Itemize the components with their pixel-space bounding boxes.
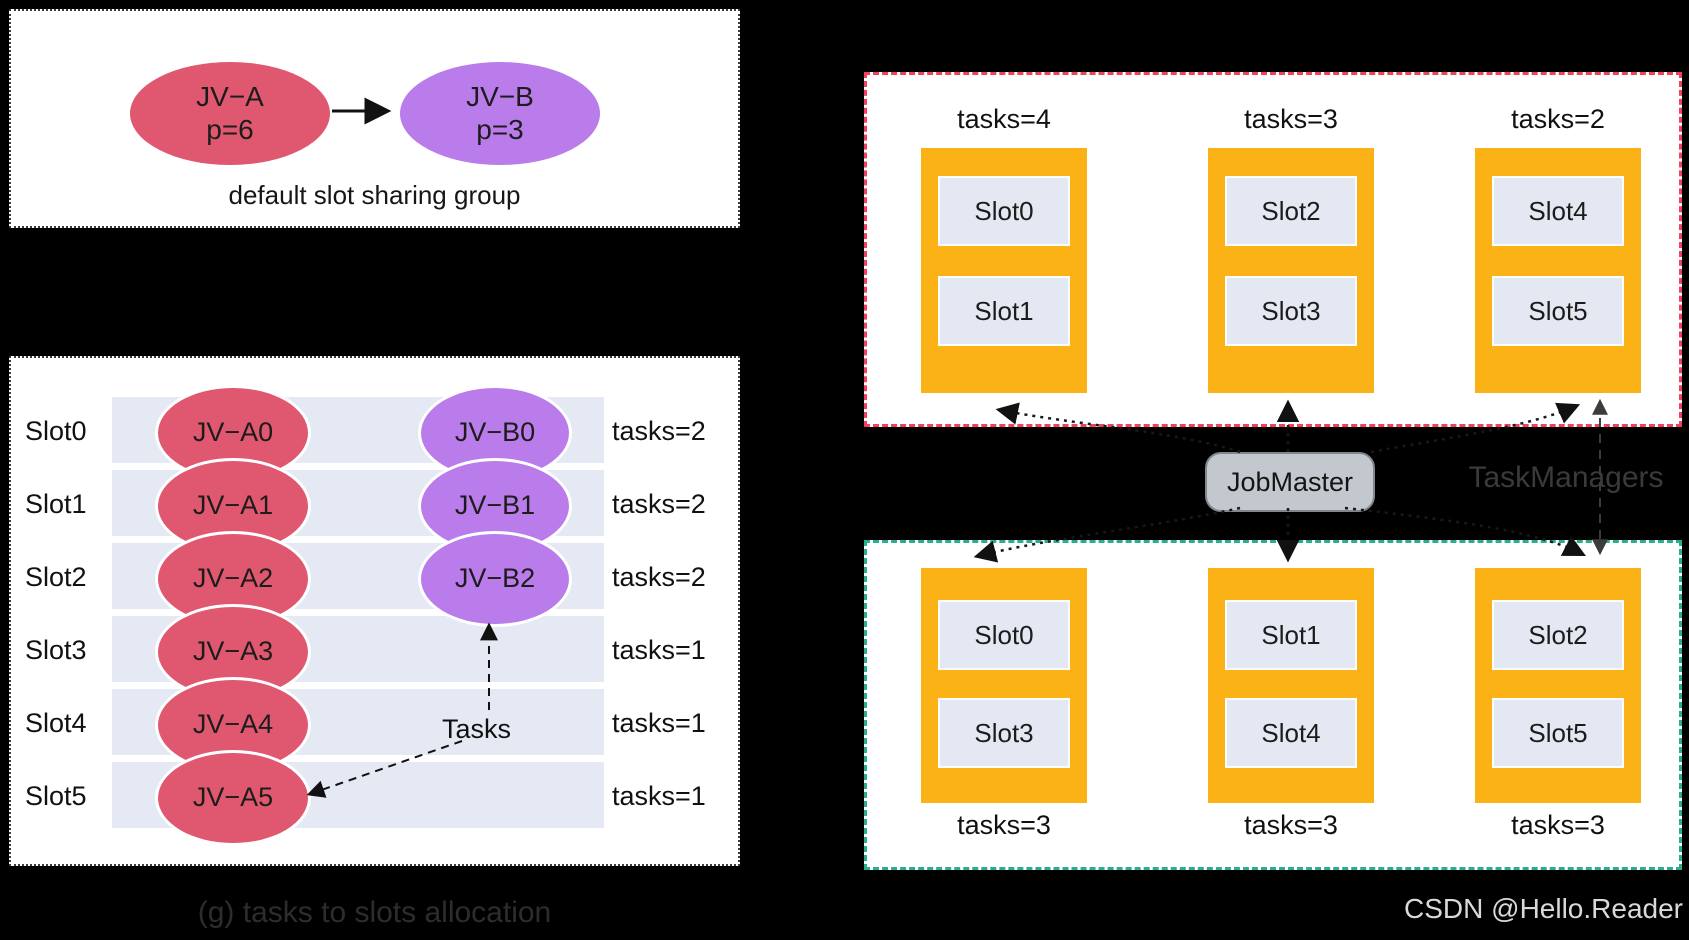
row-tasks-count: tasks=2 (612, 488, 706, 519)
row-tasks-count: tasks=2 (612, 561, 706, 592)
taskmanager-box: Slot2 Slot3 (1208, 148, 1374, 393)
row-tasks-count: tasks=1 (612, 780, 706, 811)
taskmanager-box: Slot0 Slot3 (921, 568, 1087, 803)
task-b2-node: JV−B2 (418, 531, 572, 627)
sharing-group-caption: default slot sharing group (228, 180, 521, 210)
slot-box: Slot4 (1492, 176, 1624, 246)
slot-row-label: Slot1 (25, 488, 87, 519)
row-tasks-count: tasks=2 (612, 415, 706, 446)
tm-tasks-count: tasks=3 (1244, 103, 1338, 134)
slot-box: Slot0 (938, 600, 1070, 670)
jobvertex-a-name: JV−A (196, 81, 264, 113)
taskmanager-box: Slot0 Slot1 (921, 148, 1087, 393)
slot-box: Slot3 (1225, 276, 1357, 346)
slot-box: Slot5 (1492, 698, 1624, 768)
tm-tasks-count: tasks=2 (1511, 103, 1605, 134)
row-tasks-count: tasks=1 (612, 707, 706, 738)
taskmanagers-label: TaskManagers (1468, 461, 1664, 494)
slot-box: Slot0 (938, 176, 1070, 246)
task-a5-node: JV−A5 (155, 750, 311, 846)
jobmaster-node: JobMaster (1205, 452, 1375, 512)
slot-box: Slot2 (1225, 176, 1357, 246)
slot-sharing-group-panel: JV−A p=6 JV−B p=3 default slot sharing g… (9, 9, 740, 228)
bottom-taskmanagers-panel: Slot0 Slot3 Slot1 Slot4 Slot2 Slot5 task… (864, 540, 1682, 870)
figure-caption: (g) tasks to slots allocation (197, 896, 552, 929)
taskmanager-box: Slot2 Slot5 (1475, 568, 1641, 803)
slot-box: Slot5 (1492, 276, 1624, 346)
taskmanager-box: Slot4 Slot5 (1475, 148, 1641, 393)
tm-tasks-count: tasks=3 (957, 809, 1051, 840)
jobvertex-b-node: JV−B p=3 (400, 62, 600, 165)
slot-box: Slot2 (1492, 600, 1624, 670)
top-taskmanagers-panel: tasks=4 tasks=3 tasks=2 Slot0 Slot1 Slot… (864, 72, 1682, 427)
slot-row-label: Slot0 (25, 415, 87, 446)
row-tasks-count: tasks=1 (612, 634, 706, 665)
slot-box: Slot1 (1225, 600, 1357, 670)
slot-row-label: Slot5 (25, 780, 87, 811)
slot-row-label: Slot2 (25, 561, 87, 592)
slot-box: Slot4 (1225, 698, 1357, 768)
taskmanager-box: Slot1 Slot4 (1208, 568, 1374, 803)
watermark: CSDN @Hello.Reader (1404, 893, 1683, 924)
slot-box: Slot3 (938, 698, 1070, 768)
slot-box: Slot1 (938, 276, 1070, 346)
slot-row-label: Slot4 (25, 707, 87, 738)
tasks-pointer-label: Tasks (442, 714, 512, 744)
tm-tasks-count: tasks=4 (957, 103, 1051, 134)
jobvertex-a-node: JV−A p=6 (130, 62, 330, 165)
jobvertex-b-parallelism: p=3 (476, 113, 524, 145)
tm-tasks-count: tasks=3 (1244, 809, 1338, 840)
slot-row-label: Slot3 (25, 634, 87, 665)
allocation-panel: Slot0 Slot1 Slot2 Slot3 Slot4 Slot5 JV−A… (9, 356, 740, 866)
jobvertex-b-name: JV−B (466, 81, 534, 113)
jobvertex-a-parallelism: p=6 (206, 113, 254, 145)
tm-tasks-count: tasks=3 (1511, 809, 1605, 840)
